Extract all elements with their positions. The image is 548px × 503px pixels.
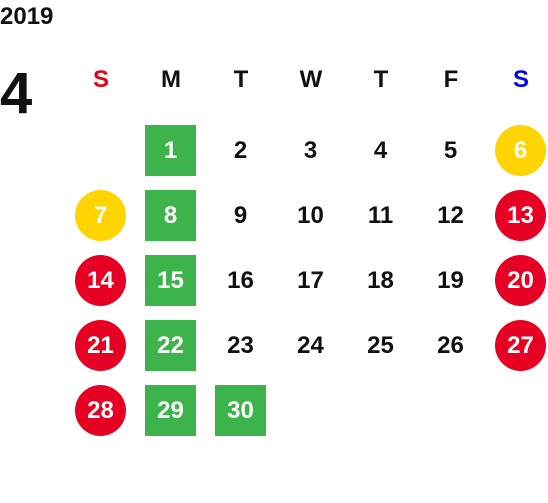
day-number: 11 <box>367 202 394 229</box>
calendar-cell[interactable]: 8 <box>136 189 206 254</box>
day-number: 5 <box>443 137 458 164</box>
day-number: 9 <box>233 202 248 229</box>
weekday-thursday: T <box>373 66 389 93</box>
calendar-cell[interactable]: 15 <box>136 254 206 319</box>
day-number: 24 <box>297 332 324 359</box>
day-number: 3 <box>303 137 318 164</box>
day-number: 22 <box>145 320 196 371</box>
calendar-cell[interactable]: 7 <box>66 189 136 254</box>
year-label: 2019 <box>0 3 54 30</box>
calendar-cell[interactable]: 9 <box>206 189 276 254</box>
calendar-cell <box>66 124 136 189</box>
calendar-cell[interactable]: 14 <box>66 254 136 319</box>
day-number: 12 <box>437 202 464 229</box>
day-number: 16 <box>227 267 254 294</box>
calendar-cell[interactable]: 28 <box>66 384 136 449</box>
day-number: 7 <box>75 190 126 241</box>
calendar-cell[interactable]: 4 <box>346 124 416 189</box>
calendar-cell[interactable]: 2 <box>206 124 276 189</box>
calendar-cell[interactable]: 26 <box>416 319 486 384</box>
calendar-cell[interactable]: 10 <box>276 189 346 254</box>
calendar-cell[interactable]: 17 <box>276 254 346 319</box>
calendar-cell[interactable]: 11 <box>346 189 416 254</box>
calendar-cell[interactable]: 20 <box>486 254 548 319</box>
calendar-cell[interactable]: 21 <box>66 319 136 384</box>
calendar-cell[interactable]: 6 <box>486 124 548 189</box>
day-number: 28 <box>75 385 126 436</box>
calendar-cell[interactable]: 23 <box>206 319 276 384</box>
calendar-cell <box>346 384 416 449</box>
day-number: 2 <box>233 137 248 164</box>
day-number: 23 <box>227 332 254 359</box>
calendar-cell[interactable]: 16 <box>206 254 276 319</box>
day-number: 6 <box>495 125 546 176</box>
day-number: 20 <box>495 255 546 306</box>
day-number: 4 <box>373 137 388 164</box>
calendar-cell[interactable]: 13 <box>486 189 548 254</box>
calendar-cell[interactable]: 30 <box>206 384 276 449</box>
weekday-friday: F <box>443 66 459 93</box>
day-number: 18 <box>367 267 394 294</box>
calendar-cell <box>276 384 346 449</box>
calendar-cell[interactable]: 24 <box>276 319 346 384</box>
weekday-tuesday: T <box>233 66 249 93</box>
weekday-header: S M T W T F S <box>66 60 548 100</box>
calendar-cell[interactable]: 22 <box>136 319 206 384</box>
day-number: 19 <box>437 267 464 294</box>
day-number: 27 <box>495 320 546 371</box>
day-number: 21 <box>75 320 126 371</box>
calendar-cell[interactable]: 27 <box>486 319 548 384</box>
day-number: 14 <box>75 255 126 306</box>
day-number: 30 <box>215 385 266 436</box>
calendar-cell[interactable]: 5 <box>416 124 486 189</box>
calendar-cell <box>416 384 486 449</box>
calendar-cell[interactable]: 12 <box>416 189 486 254</box>
calendar-cell[interactable]: 18 <box>346 254 416 319</box>
calendar-cell[interactable]: 25 <box>346 319 416 384</box>
day-number: 13 <box>495 190 546 241</box>
calendar-cell[interactable]: 29 <box>136 384 206 449</box>
calendar-cell[interactable]: 3 <box>276 124 346 189</box>
day-number: 15 <box>145 255 196 306</box>
day-number: 1 <box>145 125 196 176</box>
day-number: 17 <box>297 267 324 294</box>
weekday-saturday: S <box>512 66 529 93</box>
day-number: 10 <box>297 202 324 229</box>
day-number: 8 <box>145 190 196 241</box>
calendar-cell <box>486 384 548 449</box>
weekday-monday: M <box>161 66 181 93</box>
calendar-cell[interactable]: 19 <box>416 254 486 319</box>
month-number: 4 <box>0 61 33 126</box>
calendar-cell[interactable]: 1 <box>136 124 206 189</box>
weekday-wednesday: W <box>299 66 323 93</box>
weekday-sunday: S <box>92 66 109 93</box>
day-number: 26 <box>437 332 464 359</box>
day-number: 29 <box>145 385 196 436</box>
day-number: 25 <box>367 332 394 359</box>
